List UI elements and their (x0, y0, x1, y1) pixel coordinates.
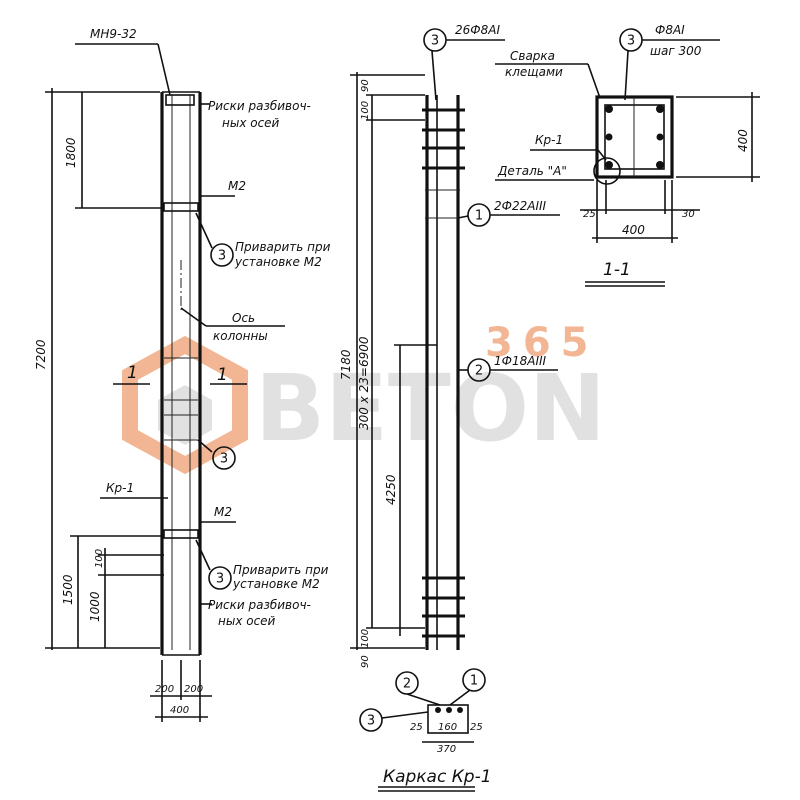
section-bar-5 (605, 133, 613, 141)
cage-dim-spacing: 300 x 23=6900 (357, 336, 371, 430)
cage-callout-3: 3 (431, 34, 439, 49)
dim-400: 400 (170, 705, 189, 716)
label-weld-1b: Приварить при (233, 563, 329, 577)
section-marker-right: 1 (217, 365, 228, 385)
label-weld-1: Сварка (510, 49, 555, 63)
section-marker-left: 1 (127, 363, 138, 383)
dim-200-left: 200 (155, 684, 174, 695)
label-weld-2b: установке М2 (232, 577, 320, 591)
label-risk-top-2: ных осей (222, 116, 280, 130)
label-m2-top: М2 (228, 179, 246, 193)
section-dim-400-bottom: 400 (622, 223, 645, 237)
section-dim-30: 30 (682, 209, 695, 220)
cage-dim-mid: 160 (438, 722, 457, 733)
watermark-logo-icon (122, 335, 248, 475)
cage-section-dot-3 (457, 707, 463, 713)
cage-section-dot-2 (446, 707, 452, 713)
cage-leader-1b-line (449, 689, 471, 706)
watermark-brand: BETON (255, 355, 606, 462)
leader-3b (197, 439, 213, 453)
cage-dim-7180: 7180 (339, 349, 353, 380)
section-callout-3: 3 (627, 34, 635, 49)
section-label-kr1: Кр-1 (535, 133, 563, 147)
cage-view: 3 26Ф8АI 1 2Ф22АIII 2 1Ф18АIII (339, 23, 560, 792)
label-risk-top-1: Риски разбивоч- (208, 99, 311, 113)
section-dim-400-right: 400 (736, 129, 750, 152)
section-bar-4 (656, 161, 664, 169)
detail-a-circle (593, 157, 621, 185)
cage-dim-4250: 4250 (384, 474, 398, 505)
leader-3a (195, 212, 213, 249)
cage-callout-2b: 2 (403, 677, 411, 692)
callout-3c: 3 (216, 572, 224, 587)
label-mnb: МН9-32 (90, 27, 137, 41)
leader-3c (195, 539, 211, 571)
cage-leader-3b (381, 711, 429, 719)
cage-callout-1b: 1 (470, 674, 478, 689)
cage-dim-top-100: 100 (360, 101, 371, 120)
callout-3a-circle (210, 243, 234, 267)
section-bar-2 (656, 105, 664, 113)
section-leader-weld-2 (587, 63, 601, 99)
cage-dim-25-right: 25 (470, 722, 483, 733)
embedded-plate-top (165, 94, 195, 106)
section-bar-6 (656, 133, 664, 141)
cage-dim-top-90: 90 (360, 79, 371, 92)
cage-dim-bot-100: 100 (360, 629, 371, 648)
embedded-m2-bottom (163, 529, 199, 539)
label-kr1: Кр-1 (106, 481, 134, 495)
label-axis-2: колонны (213, 329, 268, 343)
cage-callout-1b-circle (462, 668, 486, 692)
label-bar1: 2Ф22АIII (494, 199, 547, 213)
callout-3a: 3 (218, 249, 226, 264)
embedded-m2-top (163, 202, 199, 212)
cage-section-dot-1 (435, 707, 441, 713)
callout-3b-circle (212, 446, 236, 470)
cage-small-section (427, 704, 469, 734)
cage-callout-3b-circle (359, 708, 383, 732)
dim-total: 7200 (34, 339, 48, 370)
cage-leader-2b (406, 693, 441, 706)
dim-top: 1800 (64, 137, 78, 168)
leader-axis (180, 307, 207, 327)
callout-3c-circle (208, 566, 232, 590)
cage-dim-bot-90: 90 (360, 655, 371, 668)
callout-3b: 3 (220, 452, 228, 467)
label-detail: Деталь "А" (497, 164, 567, 178)
cage-leader-3-down (431, 50, 437, 101)
cage-dim-25-left: 25 (410, 722, 423, 733)
section-leader-3-down (624, 50, 629, 101)
watermark-365: 365 (485, 320, 599, 366)
label-weld-1a: Приварить при (235, 240, 331, 254)
label-axis-1: Ось (232, 311, 255, 325)
label-stirrup-1: Ф8АI (655, 23, 685, 37)
column-view: МН9-32 Риски разбивоч- ных осей М2 3 При… (34, 27, 331, 722)
label-risk-bot-2: ных осей (218, 614, 276, 628)
label-weld-2: клещами (505, 65, 563, 79)
section-dim-25: 25 (583, 209, 596, 220)
label-risk-bot-1: Риски разбивоч- (208, 598, 311, 612)
dim-bot-1000: 1000 (88, 591, 102, 622)
label-top-bar: 26Ф8АI (455, 23, 500, 37)
dim-bot-1500: 1500 (61, 574, 75, 605)
label-bar2: 1Ф18АIII (494, 354, 547, 368)
section-view: 3 Ф8АI шаг 300 Сварка клещами Кр-1 Детал… (495, 23, 760, 287)
section-leader-kr1-2 (597, 149, 607, 161)
section-bar-1 (605, 105, 613, 113)
dim-200-right: 200 (184, 684, 203, 695)
cage-callout-2: 2 (475, 364, 483, 379)
cage-callout-3b: 3 (367, 714, 375, 729)
section-title: 1-1 (603, 260, 631, 280)
label-m2-bottom: М2 (214, 505, 232, 519)
section-bar-3 (605, 161, 613, 169)
label-weld-2a: установке М2 (234, 255, 322, 269)
cage-callout-1: 1 (475, 209, 483, 224)
label-stirrup-2: шаг 300 (650, 44, 702, 58)
cage-dim-370: 370 (437, 744, 456, 755)
cage-leader-1 (457, 215, 469, 219)
dim-bot-100: 100 (94, 549, 105, 568)
cage-title: Каркас Кр-1 (383, 767, 492, 787)
leader-mnb-2 (157, 43, 171, 96)
